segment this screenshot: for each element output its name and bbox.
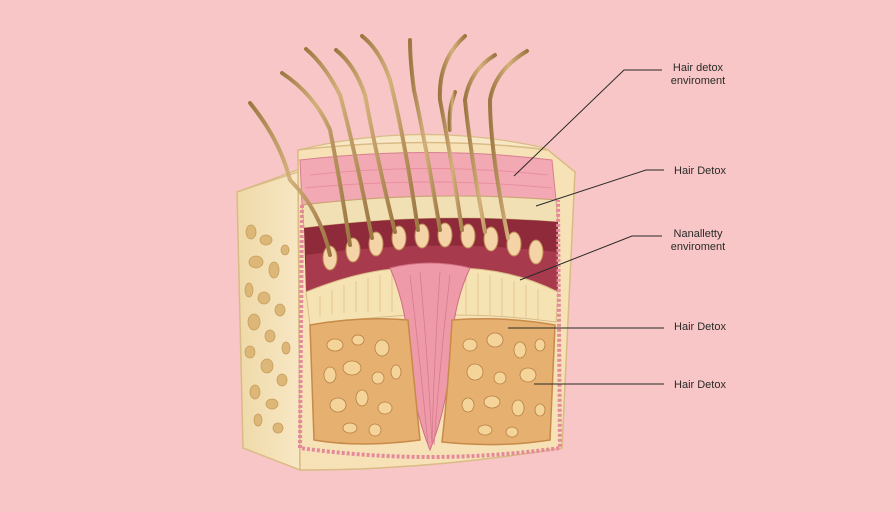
- hair-shaft: [280, 71, 352, 247]
- hair-shaft: [487, 49, 529, 240]
- callout-label-1-line-1: Hair detox: [672, 62, 724, 74]
- leader-line-2: [535, 169, 664, 207]
- callout-label-1-line-2: enviroment: [670, 75, 726, 87]
- right-fat-upper: [451, 267, 559, 323]
- callout-label-4-line-1: Hair Detox: [674, 321, 726, 333]
- hair-shaft: [360, 34, 420, 232]
- hair-shaft: [437, 34, 467, 232]
- hair-shaft: [334, 48, 397, 234]
- callout-label-4: Hair Detox: [664, 321, 736, 334]
- leader-line-1: [513, 69, 662, 177]
- callout-label-5: Hair Detox: [664, 379, 736, 392]
- callout-label-3-line-2: enviroment: [670, 241, 726, 253]
- callout-label-3: Nanalletty enviroment: [662, 228, 734, 254]
- hair-shaft: [462, 53, 497, 234]
- callout-label-5-line-1: Hair Detox: [674, 379, 726, 391]
- callout-label-1: Hair detox enviroment: [662, 62, 734, 88]
- hair-shaft: [248, 101, 332, 257]
- leader-lines: [508, 69, 664, 385]
- hair-shaft: [408, 38, 442, 232]
- callout-label-2: Hair Detox: [664, 165, 736, 178]
- block-side-face: [236, 168, 301, 472]
- callout-label-3-line-1: Nanalletty: [673, 228, 723, 240]
- hair-shaft: [447, 90, 457, 132]
- callout-label-2-line-1: Hair Detox: [674, 165, 726, 177]
- hair-shafts: [248, 34, 529, 257]
- leader-line-3: [519, 235, 662, 281]
- hair-shaft: [304, 47, 374, 240]
